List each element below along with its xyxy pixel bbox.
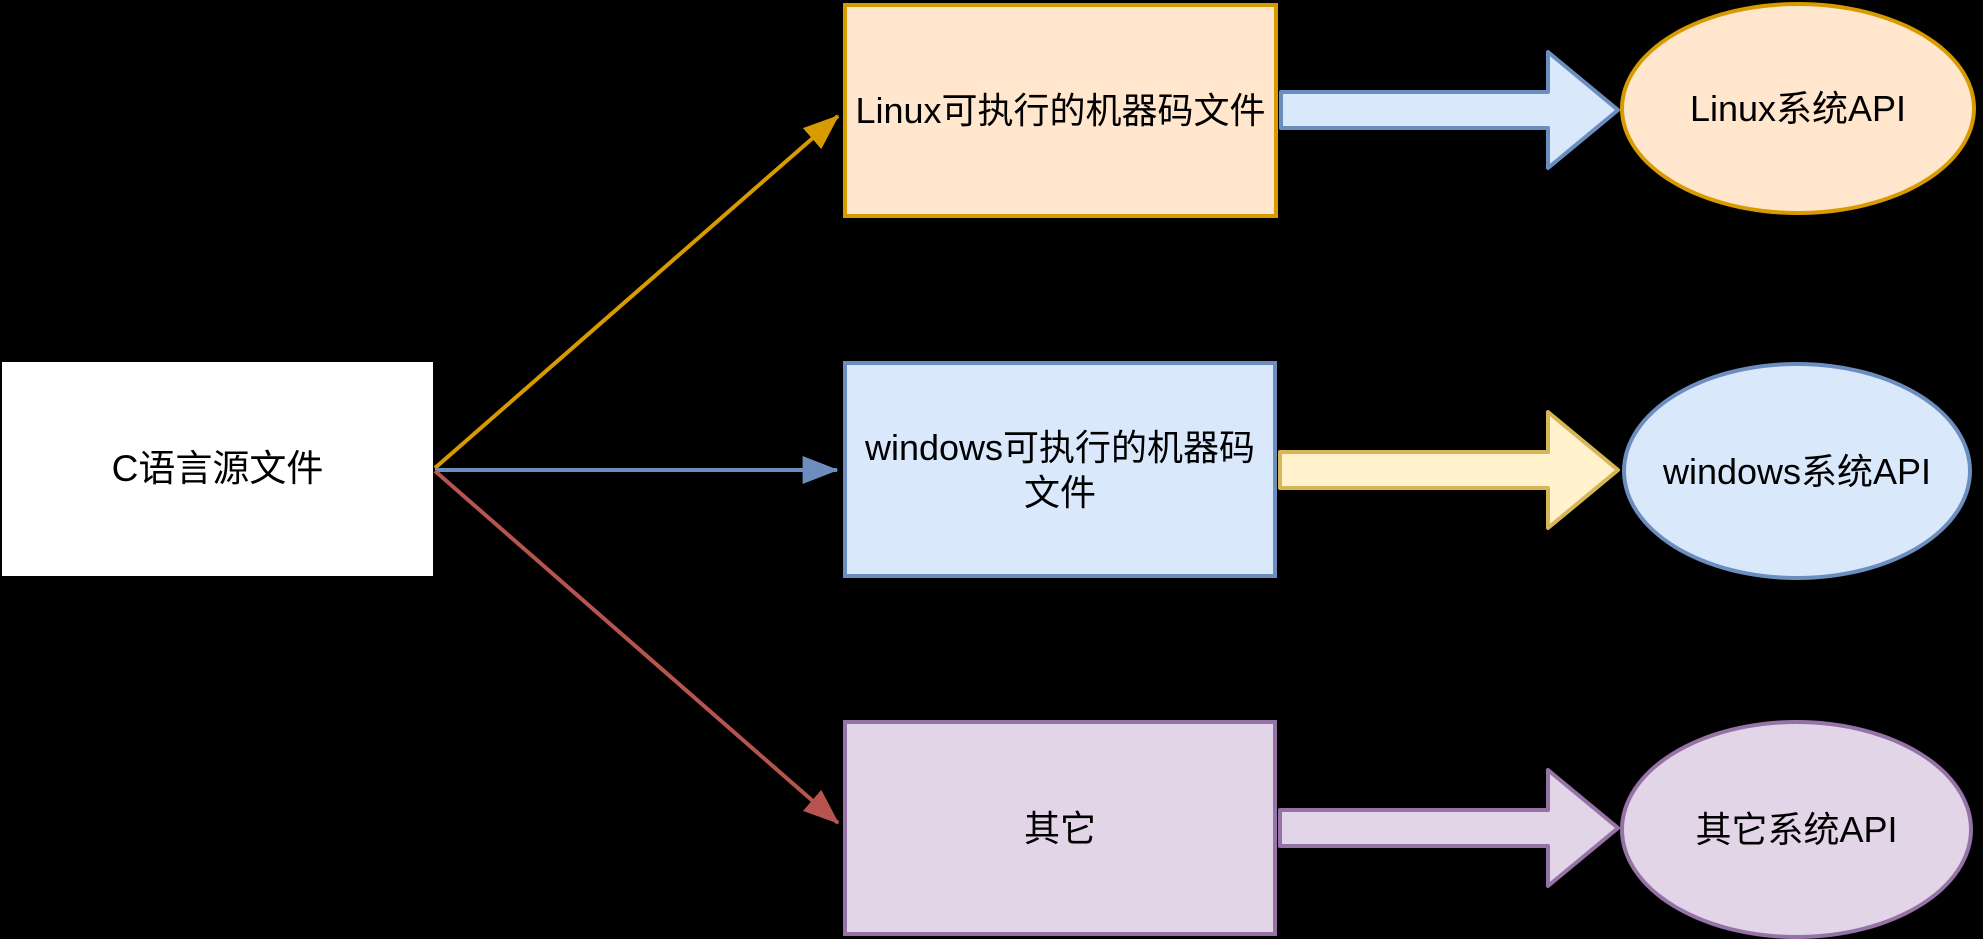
linux-machine-code-label: Linux可执行的机器码文件: [855, 90, 1266, 131]
linux-machine-code-node: Linux可执行的机器码文件: [843, 3, 1278, 218]
block-arrow-other-to-api: [1278, 768, 1620, 888]
other-api-ellipse: 其它系统API: [1620, 720, 1973, 939]
other-machine-code-label: 其它: [1023, 807, 1096, 849]
windows-machine-code-label: windows可执行的机器码文件: [864, 426, 1256, 513]
source-file-node: C语言源文件: [2, 362, 433, 576]
linux-api-ellipse: Linux系统API: [1620, 2, 1976, 215]
other-api-label: 其它系统API: [1695, 809, 1898, 850]
source-file-label: C语言源文件: [111, 447, 324, 489]
linux-api-label: Linux系统API: [1689, 88, 1907, 129]
block-arrow-linux-to-api: [1279, 50, 1620, 170]
block-arrow-windows-to-api: [1278, 410, 1620, 530]
windows-machine-code-node: windows可执行的机器码文件: [843, 361, 1277, 578]
windows-api-ellipse: windows系统API: [1622, 362, 1972, 580]
connector-source-to-linux-arrow: [433, 114, 840, 470]
windows-api-label: windows系统API: [1662, 450, 1932, 492]
connector-source-to-other-arrow: [433, 469, 840, 825]
other-machine-code-node: 其它: [843, 720, 1277, 936]
